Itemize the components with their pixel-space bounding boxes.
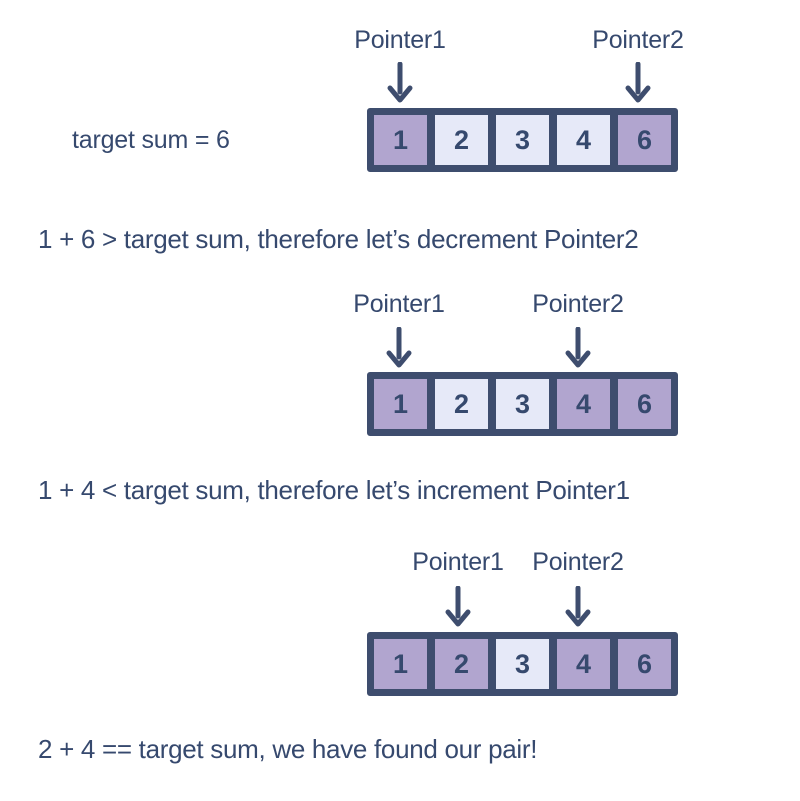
pointer1-label-step-1: Pointer1 — [354, 26, 446, 54]
down-arrow-icon-pointer2-step-2 — [565, 327, 591, 369]
array-cell[interactable]: 1 — [371, 636, 430, 692]
array-cell[interactable]: 1 — [371, 376, 430, 432]
array-cell[interactable]: 6 — [615, 376, 674, 432]
array-cell[interactable]: 2 — [432, 636, 491, 692]
down-arrow-icon-pointer2-step-1 — [625, 62, 651, 104]
array-cell[interactable]: 3 — [493, 376, 552, 432]
array-step-2: 1 2 3 4 6 — [367, 372, 678, 436]
down-arrow-icon-pointer1-step-2 — [386, 327, 412, 369]
array-cell[interactable]: 1 — [371, 112, 430, 168]
array-cell[interactable]: 4 — [554, 636, 613, 692]
array-cell[interactable]: 4 — [554, 112, 613, 168]
array-cell[interactable]: 4 — [554, 376, 613, 432]
caption-step-3: 2 + 4 == target sum, we have found our p… — [38, 734, 538, 764]
pointer2-label-step-1: Pointer2 — [592, 26, 684, 54]
pointer1-label-step-3: Pointer1 — [412, 548, 504, 576]
target-sum-label: target sum = 6 — [72, 126, 230, 154]
caption-step-2: 1 + 4 < target sum, therefore let’s incr… — [38, 475, 630, 505]
array-step-3: 1 2 3 4 6 — [367, 632, 678, 696]
down-arrow-icon-pointer1-step-1 — [387, 62, 413, 104]
pointer2-label-step-3: Pointer2 — [532, 548, 624, 576]
caption-step-1: 1 + 6 > target sum, therefore let’s decr… — [38, 224, 639, 254]
array-cell[interactable]: 2 — [432, 376, 491, 432]
array-cell[interactable]: 6 — [615, 112, 674, 168]
array-cell[interactable]: 2 — [432, 112, 491, 168]
pointer1-label-step-2: Pointer1 — [353, 290, 445, 318]
down-arrow-icon-pointer2-step-3 — [565, 586, 591, 628]
array-cell[interactable]: 6 — [615, 636, 674, 692]
down-arrow-icon-pointer1-step-3 — [445, 586, 471, 628]
pointer2-label-step-2: Pointer2 — [532, 290, 624, 318]
array-cell[interactable]: 3 — [493, 112, 552, 168]
array-step-1: 1 2 3 4 6 — [367, 108, 678, 172]
array-cell[interactable]: 3 — [493, 636, 552, 692]
